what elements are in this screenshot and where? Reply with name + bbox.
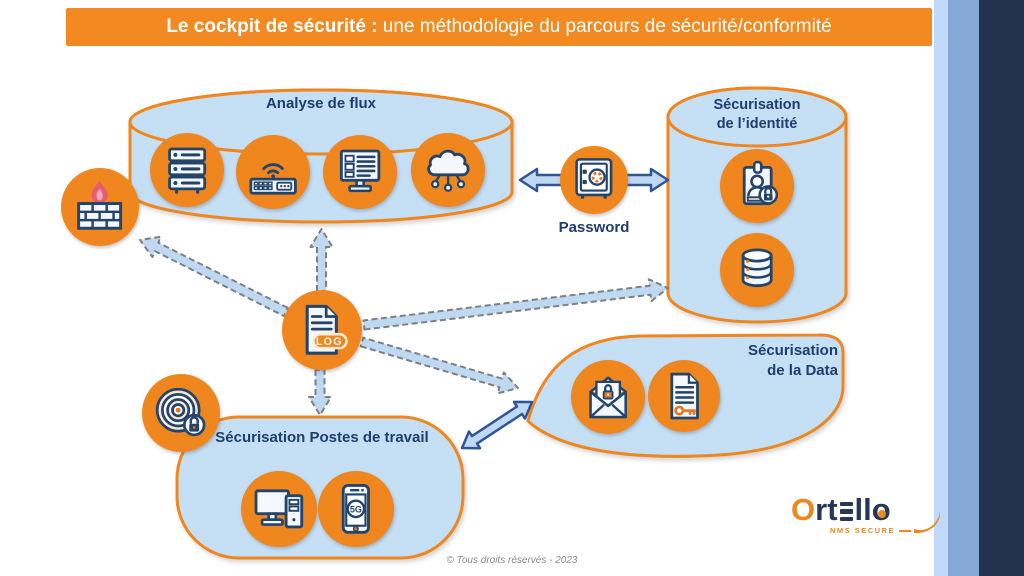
identity-label: Sécurisation de l’identité bbox=[677, 96, 837, 134]
dashed-arrow-firewall bbox=[139, 235, 289, 318]
identity-label-line2: de l’identité bbox=[716, 115, 798, 132]
firewall-icon bbox=[61, 168, 139, 246]
double-arrow-workstations-data bbox=[460, 400, 534, 450]
dashed-arrow-identity bbox=[362, 278, 669, 331]
database-icon bbox=[720, 233, 794, 307]
workstations-label: Sécurisation Postes de travail bbox=[215, 429, 429, 446]
slide-title-rest: une méthodologie du parcours de sécurité… bbox=[377, 16, 832, 37]
logo-e-bars-icon bbox=[839, 501, 853, 521]
logo-dot-icon bbox=[877, 510, 886, 518]
logo-brand-part2: llo bbox=[854, 492, 891, 527]
edge-stripe-dark bbox=[979, 0, 1024, 576]
logo-swoosh-icon bbox=[914, 512, 941, 534]
id-badge-lock-icon bbox=[720, 149, 794, 223]
slide-title-bar: Le cockpit de sécurité : une méthodologi… bbox=[66, 8, 932, 46]
data-label-line2: de la Data bbox=[767, 361, 838, 379]
document-key-icon bbox=[648, 360, 720, 432]
password-label: Password bbox=[558, 219, 630, 236]
dashed-arrow-up bbox=[309, 228, 334, 292]
logo-tagline: NMS SECURE bbox=[829, 526, 895, 535]
phone-5g-text: 5G bbox=[350, 505, 362, 515]
identity-label-line1: Sécurisation bbox=[713, 97, 801, 113]
wifi-router-icon bbox=[236, 135, 310, 209]
cloud-network-icon bbox=[411, 133, 485, 207]
envelope-lock-icon bbox=[571, 360, 645, 434]
desktop-computer-icon bbox=[241, 471, 317, 547]
logo-brand-part1: rt bbox=[815, 492, 838, 527]
safe-vault-icon bbox=[560, 146, 628, 214]
logo-tagline-row: NMS SECURE bbox=[791, 526, 933, 535]
log-document-icon: LOG bbox=[282, 290, 362, 370]
smartphone-5g-icon: 5G bbox=[318, 471, 394, 547]
edge-stripe-light bbox=[934, 0, 948, 576]
data-label: Sécurisation de la Data bbox=[688, 341, 838, 380]
logo-tagline-dash bbox=[899, 529, 911, 532]
log-badge-text: LOG bbox=[315, 336, 342, 348]
dashed-arrow-down bbox=[308, 369, 332, 416]
server-rack-icon bbox=[150, 133, 224, 207]
copyright-text: © Tous droits réservés - 2023 bbox=[446, 555, 578, 566]
dashed-arrow-data bbox=[359, 336, 519, 395]
data-label-line1: Sécurisation bbox=[747, 342, 838, 359]
flux-label: Analyse de flux bbox=[265, 95, 377, 112]
logo-brand-o: O bbox=[791, 492, 816, 527]
slide-title-bold: Le cockpit de sécurité : bbox=[166, 16, 378, 37]
fingerprint-lock-icon bbox=[142, 374, 220, 452]
edge-stripe-mid bbox=[948, 0, 979, 576]
dashboard-monitor-icon bbox=[323, 135, 397, 209]
